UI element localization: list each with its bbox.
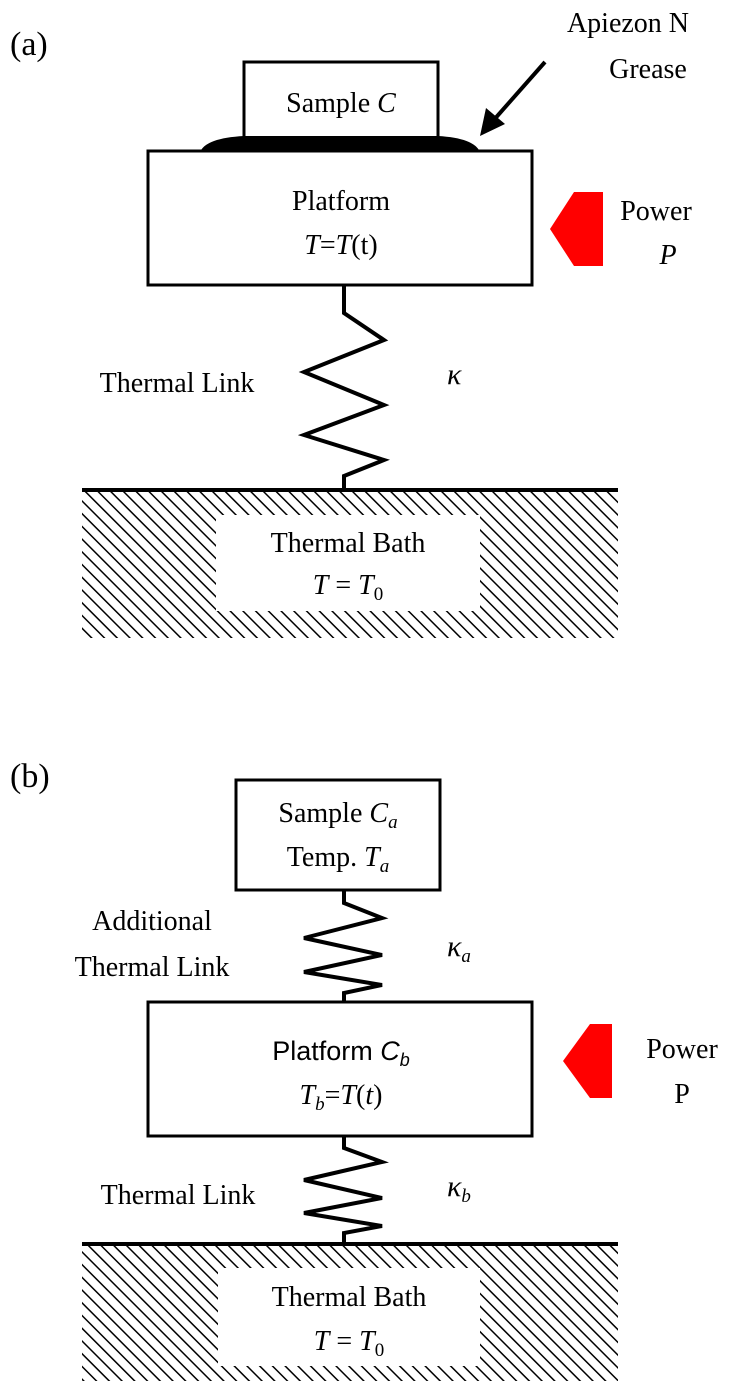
platform-name: Platform: [292, 186, 390, 217]
thermal-link-label: Thermal Link: [101, 1180, 256, 1211]
kappa-a-symbol: κa: [447, 930, 471, 967]
grease-layer: [200, 136, 480, 152]
sample-temperature: Temp. Ta: [287, 842, 389, 877]
platform-box: [146, 1000, 534, 1138]
kappa-b-symbol: κb: [447, 1170, 471, 1207]
thermal-bath-temperature: T = T0: [314, 1326, 384, 1361]
panel-a: (a) Apiezon N Grease Sample C Platform T…: [10, 8, 692, 638]
panel-b-label: (b): [10, 758, 50, 795]
thermal-bath-name: Thermal Bath: [271, 528, 426, 559]
power-arrow: [550, 192, 603, 266]
thermal-bath-label-box: [216, 515, 480, 611]
power-symbol: P: [674, 1079, 690, 1110]
platform-box: [146, 149, 534, 287]
thermal-bath-temperature: T = T0: [313, 570, 383, 605]
platform-name: Platform Cb: [272, 1036, 410, 1070]
sample-label: Sample C: [286, 88, 396, 119]
thermal-link-label: Thermal Link: [100, 368, 255, 399]
panel-b: (b) Sample Ca Temp. Ta Additional Therma…: [10, 758, 718, 1381]
kappa-symbol: κ: [447, 358, 462, 391]
grease-label-line1: Apiezon N: [567, 8, 689, 39]
thermal-link-spring: [303, 1136, 389, 1244]
power-symbol: P: [658, 240, 676, 271]
additional-link-label-line1: Additional: [92, 906, 212, 937]
panel-a-label: (a): [10, 26, 48, 63]
thermal-link-spring: [297, 285, 390, 490]
sample-label: Sample Ca: [278, 798, 397, 833]
grease-pointer-arrow: [480, 60, 547, 136]
power-label: Power: [646, 1034, 718, 1065]
grease-label-line2: Grease: [609, 54, 687, 85]
additional-thermal-link-spring: [303, 890, 389, 1002]
power-label: Power: [620, 196, 692, 227]
thermal-bath-label-box: [218, 1268, 480, 1366]
thermal-bath-name: Thermal Bath: [272, 1282, 427, 1313]
platform-temperature: Tb=T(t): [300, 1080, 383, 1115]
platform-temperature: T=T(t): [304, 230, 377, 261]
power-arrow: [563, 1024, 612, 1098]
additional-link-label-line2: Thermal Link: [75, 952, 230, 983]
sample-box: [234, 778, 442, 892]
